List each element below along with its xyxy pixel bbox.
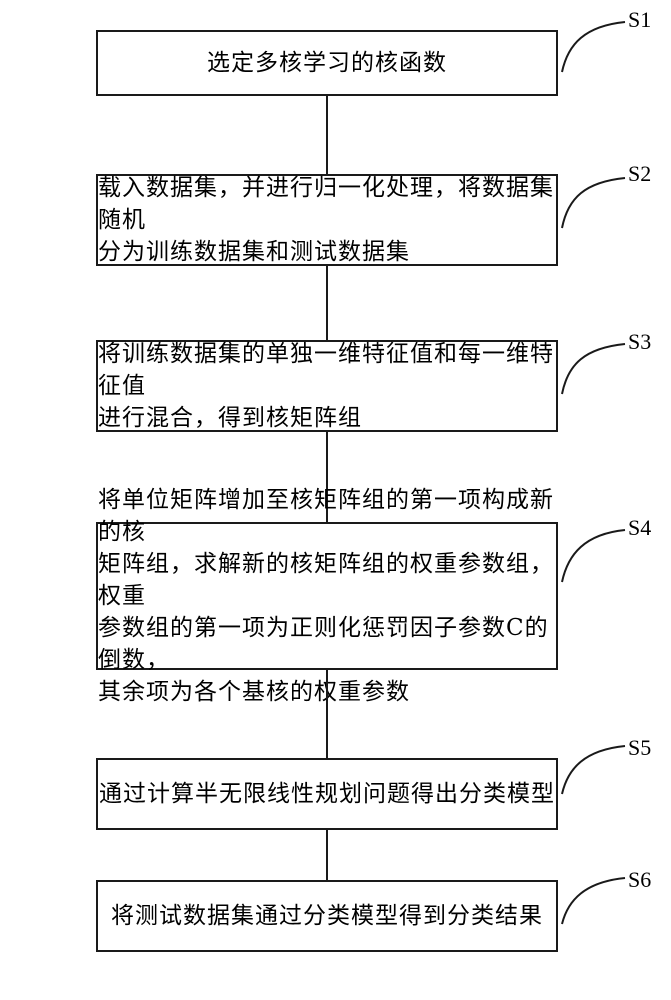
step-label-s4: S4 (628, 515, 652, 540)
connector-s2-s3 (326, 266, 328, 340)
leader-line-s5 (561, 745, 626, 795)
step-label-s3: S3 (628, 329, 652, 354)
connector-s4-s5 (326, 670, 328, 758)
step-text-s2: 载入数据集，并进行归一化处理，将数据集随机 分为训练数据集和测试数据集 (98, 175, 554, 265)
step-label-s5: S5 (628, 735, 652, 760)
leader-line-s6 (561, 877, 626, 925)
connector-s3-s4 (326, 432, 328, 522)
step-text-s5: 通过计算半无限线性规划问题得出分类模型 (99, 781, 555, 807)
step-label-s2: S2 (628, 161, 652, 186)
leader-line-s4 (561, 529, 626, 583)
step-text-s4: 将单位矩阵增加至核矩阵组的第一项构成新的核 矩阵组，求解新的核矩阵组的权重参数组… (98, 487, 554, 705)
leader-line-s2 (561, 177, 626, 229)
step-label-s1: S1 (628, 7, 652, 32)
step-box-s2: 载入数据集，并进行归一化处理，将数据集随机 分为训练数据集和测试数据集 (96, 174, 558, 266)
step-text-s6: 将测试数据集通过分类模型得到分类结果 (111, 903, 543, 929)
step-box-s1: 选定多核学习的核函数 (96, 30, 558, 96)
step-box-s3: 将训练数据集的单独一维特征值和每一维特征值 进行混合，得到核矩阵组 (96, 340, 558, 432)
leader-line-s1 (561, 21, 626, 73)
connector-s5-s6 (326, 830, 328, 880)
step-text-s3: 将训练数据集的单独一维特征值和每一维特征值 进行混合，得到核矩阵组 (98, 341, 554, 431)
connector-s1-s2 (326, 96, 328, 174)
step-label-s6: S6 (628, 867, 652, 892)
step-box-s6: 将测试数据集通过分类模型得到分类结果 (96, 880, 558, 952)
leader-line-s3 (561, 343, 626, 395)
step-box-s4: 将单位矩阵增加至核矩阵组的第一项构成新的核 矩阵组，求解新的核矩阵组的权重参数组… (96, 487, 558, 705)
step-text-s1: 选定多核学习的核函数 (207, 50, 447, 76)
step-box-s5: 通过计算半无限线性规划问题得出分类模型 (96, 758, 558, 830)
